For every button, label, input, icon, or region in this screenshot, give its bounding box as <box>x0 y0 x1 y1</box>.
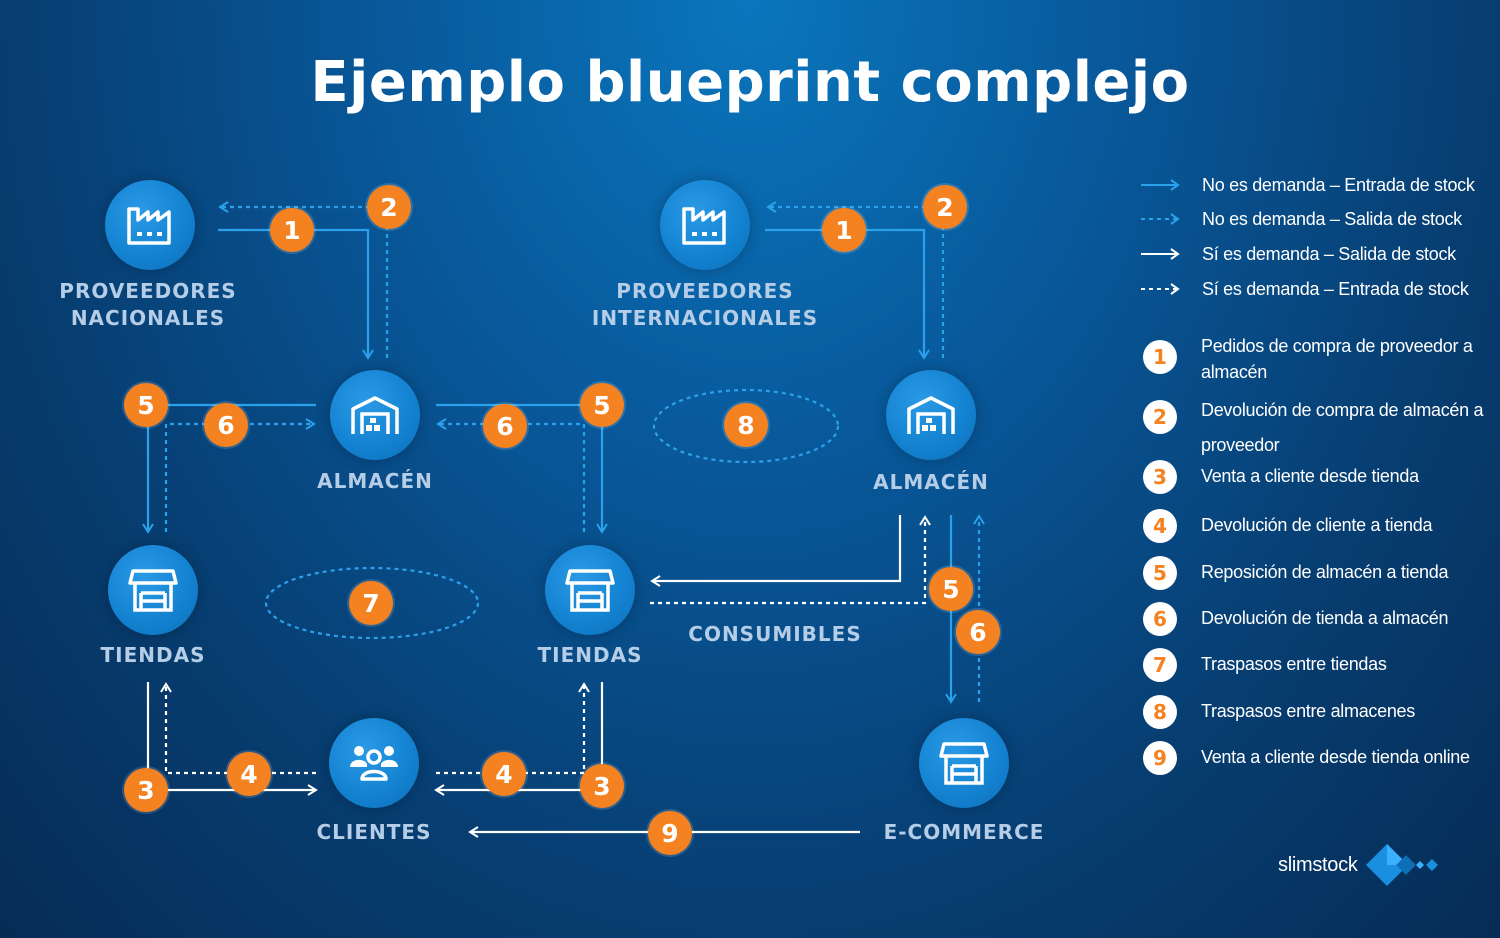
badge-4: 4 <box>227 752 271 796</box>
flow-tiendas-left-to-almacen <box>164 418 316 532</box>
label-tiendas-mid: TIENDAS <box>537 643 643 667</box>
node-ecommerce <box>919 718 1009 808</box>
people-icon <box>350 746 398 781</box>
badge-5: 5 <box>929 567 973 611</box>
legend-line-row: Sí es demanda – Salida de stock <box>1140 239 1490 269</box>
solid-white-arrow-icon <box>1141 248 1180 260</box>
badge-7: 7 <box>349 581 393 625</box>
flow-almacen-right-to-tiendas <box>650 515 902 587</box>
node-proveedores-nacionales <box>105 180 195 270</box>
badge-3: 3 <box>580 764 624 808</box>
legend-line-label: Sí es demanda – Entrada de stock <box>1202 278 1469 299</box>
node-almacen-right <box>886 370 976 460</box>
legend-step-label: Devolución de tienda a almacén <box>1201 608 1449 628</box>
legend-line-row: No es demanda – Salida de stock <box>1140 204 1490 234</box>
badge-2: 2 <box>923 185 967 229</box>
legend-step-badge: 1 <box>1143 340 1177 374</box>
dashed-white-arrow-icon <box>1141 283 1180 295</box>
legend-step-label: Devolución de compra de almacén a provee… <box>1201 400 1484 455</box>
node-almacen-left <box>330 370 420 460</box>
page-title: Ejemplo blueprint complejo <box>310 50 1190 115</box>
legend-line-label: Sí es demanda – Salida de stock <box>1202 243 1456 264</box>
legend-step-badge: 9 <box>1143 741 1177 775</box>
label-clientes: CLIENTES <box>316 820 432 844</box>
dashed-blue-arrow-icon <box>1141 213 1180 225</box>
legend-step-label: Traspasos entre almacenes <box>1201 701 1415 721</box>
label-tiendas-left: TIENDAS <box>100 643 206 667</box>
node-clientes <box>329 718 419 808</box>
slimstock-diamond-icon <box>1365 844 1438 886</box>
badge-4: 4 <box>482 752 526 796</box>
label-almacen-left: ALMACÉN <box>317 469 433 493</box>
legend-line-label: No es demanda – Salida de stock <box>1202 208 1462 229</box>
label-consumibles: CONSUMIBLES <box>688 622 862 646</box>
legend-step-label: Devolución de cliente a tienda <box>1201 515 1433 535</box>
legend-step-label: Reposición de almacén a tienda <box>1201 562 1449 582</box>
label-proveedores-internacionales: PROVEEDORES INTERNACIONALES <box>591 279 819 330</box>
flow-almacen-to-pn <box>218 201 389 358</box>
legend-step-badge: 2 <box>1143 400 1177 434</box>
badge-2: 2 <box>367 185 411 229</box>
brand-name: slimstock <box>1278 853 1358 876</box>
flow-pn-to-almacen <box>218 228 374 360</box>
legend-step-badge: 3 <box>1143 460 1177 494</box>
badge-5: 5 <box>580 383 624 427</box>
legend-line-row: No es demanda – Entrada de stock <box>1140 170 1490 200</box>
badge-5: 5 <box>124 383 168 427</box>
legend-step-badge: 6 <box>1143 602 1177 636</box>
node-proveedores-internacionales <box>660 180 750 270</box>
legend-step-badge: 4 <box>1143 509 1177 543</box>
legend-step-badge: 5 <box>1143 556 1177 590</box>
node-tiendas-left <box>108 545 198 635</box>
flow-almacen-to-pi <box>766 201 945 358</box>
flow-pi-to-almacen <box>765 228 930 360</box>
ellipse-traspasos-almacenes <box>652 388 840 464</box>
legend-step-label: Venta a cliente desde tienda online <box>1201 747 1470 767</box>
badge-6: 6 <box>956 610 1000 654</box>
brand-logo: slimstock <box>1278 842 1442 888</box>
label-proveedores-nacionales: PROVEEDORES NACIONALES <box>59 279 237 330</box>
store-icon <box>939 742 989 785</box>
label-ecommerce: E-COMMERCE <box>883 820 1045 844</box>
badge-3: 3 <box>124 768 168 812</box>
legend-step-label: Pedidos de compra de proveedor a almacén <box>1201 336 1473 382</box>
warehouse-icon <box>907 396 955 434</box>
warehouse-icon <box>351 396 399 434</box>
legend-step-label: Venta a cliente desde tienda <box>1201 466 1419 486</box>
badge-6: 6 <box>483 404 527 448</box>
node-tiendas-mid <box>545 545 635 635</box>
badge-1: 1 <box>270 208 314 252</box>
ellipse-traspasos-tiendas <box>264 566 480 640</box>
badge-9: 9 <box>648 811 692 855</box>
factory-icon <box>682 207 726 245</box>
store-icon <box>565 569 615 612</box>
legend-line-row: Sí es demanda – Entrada de stock <box>1140 274 1490 304</box>
solid-blue-arrow-icon <box>1141 179 1180 191</box>
store-icon <box>128 569 178 612</box>
legend-step-badge: 8 <box>1143 695 1177 729</box>
legend-step-label: Traspasos entre tiendas <box>1201 654 1387 674</box>
flow-tiendas-to-almacen-right <box>650 515 931 605</box>
legend-step-badge: 7 <box>1143 648 1177 682</box>
badge-8: 8 <box>724 403 768 447</box>
badge-6: 6 <box>204 403 248 447</box>
flow-tiendas-mid-to-almacen <box>436 418 586 532</box>
factory-icon <box>127 207 171 245</box>
badge-1: 1 <box>822 208 866 252</box>
label-almacen-right: ALMACÉN <box>873 470 989 494</box>
legend-line-label: No es demanda – Entrada de stock <box>1202 174 1475 195</box>
